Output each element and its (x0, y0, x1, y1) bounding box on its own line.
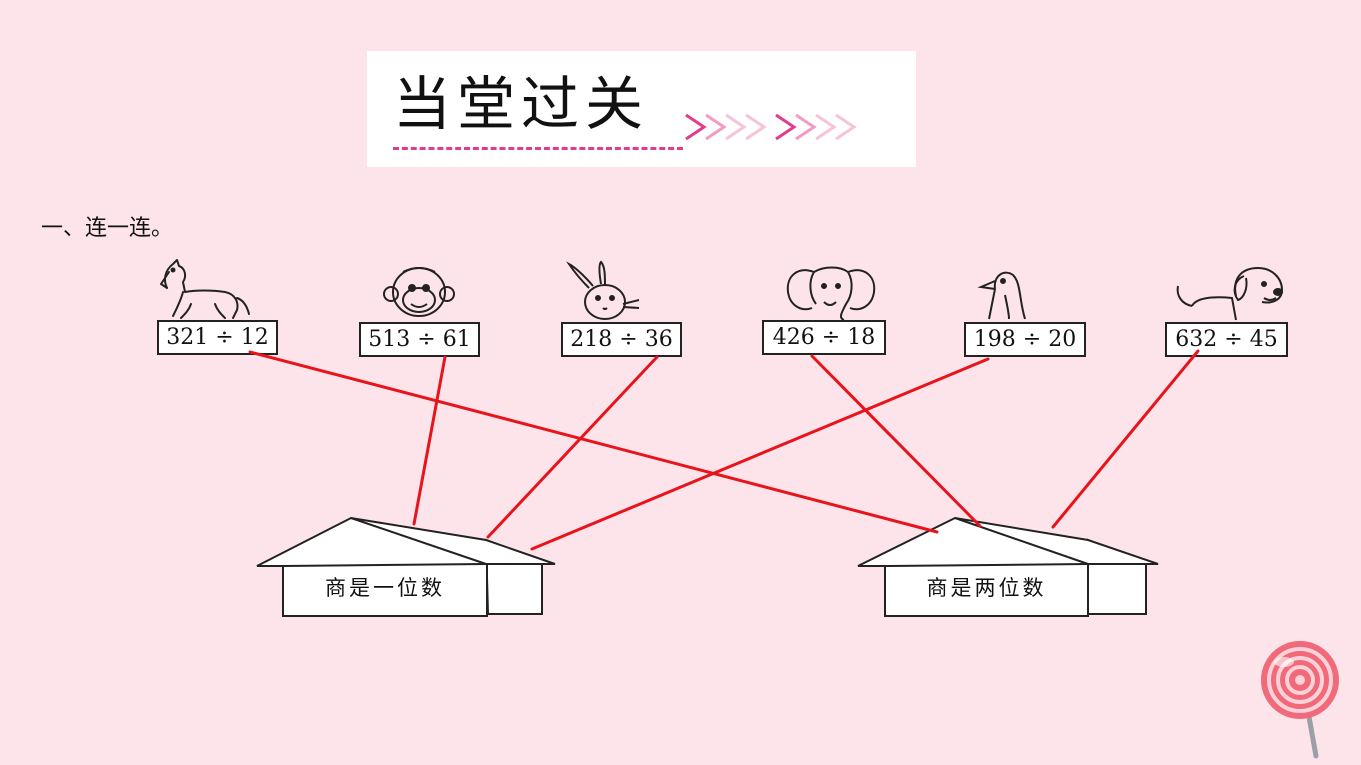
house-one-digit (256, 516, 556, 617)
expression-box-3[interactable]: 218 ÷ 36 (561, 322, 682, 357)
connection-line-1 (248, 350, 939, 534)
expression-box-5[interactable]: 198 ÷ 20 (964, 322, 1086, 357)
expression-box-1[interactable]: 321 ÷ 12 (157, 320, 278, 355)
dog-icon (1176, 266, 1284, 321)
double-chevron-right-icon (685, 113, 857, 141)
penguin-icon (977, 271, 1026, 320)
banner-underline (393, 147, 683, 150)
section-heading: 一、连一连。 (41, 216, 174, 241)
house-two-digit (857, 516, 1159, 617)
expression-box-4[interactable]: 426 ÷ 18 (762, 320, 886, 355)
connection-line-2 (412, 355, 447, 526)
rabbit-icon (566, 260, 640, 320)
expression-box-6[interactable]: 632 ÷ 45 (1165, 322, 1288, 357)
expression-box-2[interactable]: 513 ÷ 61 (359, 322, 480, 357)
section-banner: 当堂过关 (367, 51, 916, 167)
connection-line-5 (530, 357, 990, 551)
house-label-two-digit: 商是两位数 (926, 576, 1047, 600)
connection-line-6 (1051, 349, 1200, 529)
lollipop-icon (1261, 641, 1339, 759)
monkey-icon (383, 267, 455, 317)
connection-line-3 (486, 355, 659, 539)
banner-title: 当堂过关 (393, 70, 650, 138)
connection-lines (248, 349, 1200, 551)
connection-line-4 (810, 354, 982, 528)
elephant-icon (786, 266, 876, 321)
horse-icon (160, 259, 250, 319)
house-label-one-digit: 商是一位数 (325, 576, 445, 600)
